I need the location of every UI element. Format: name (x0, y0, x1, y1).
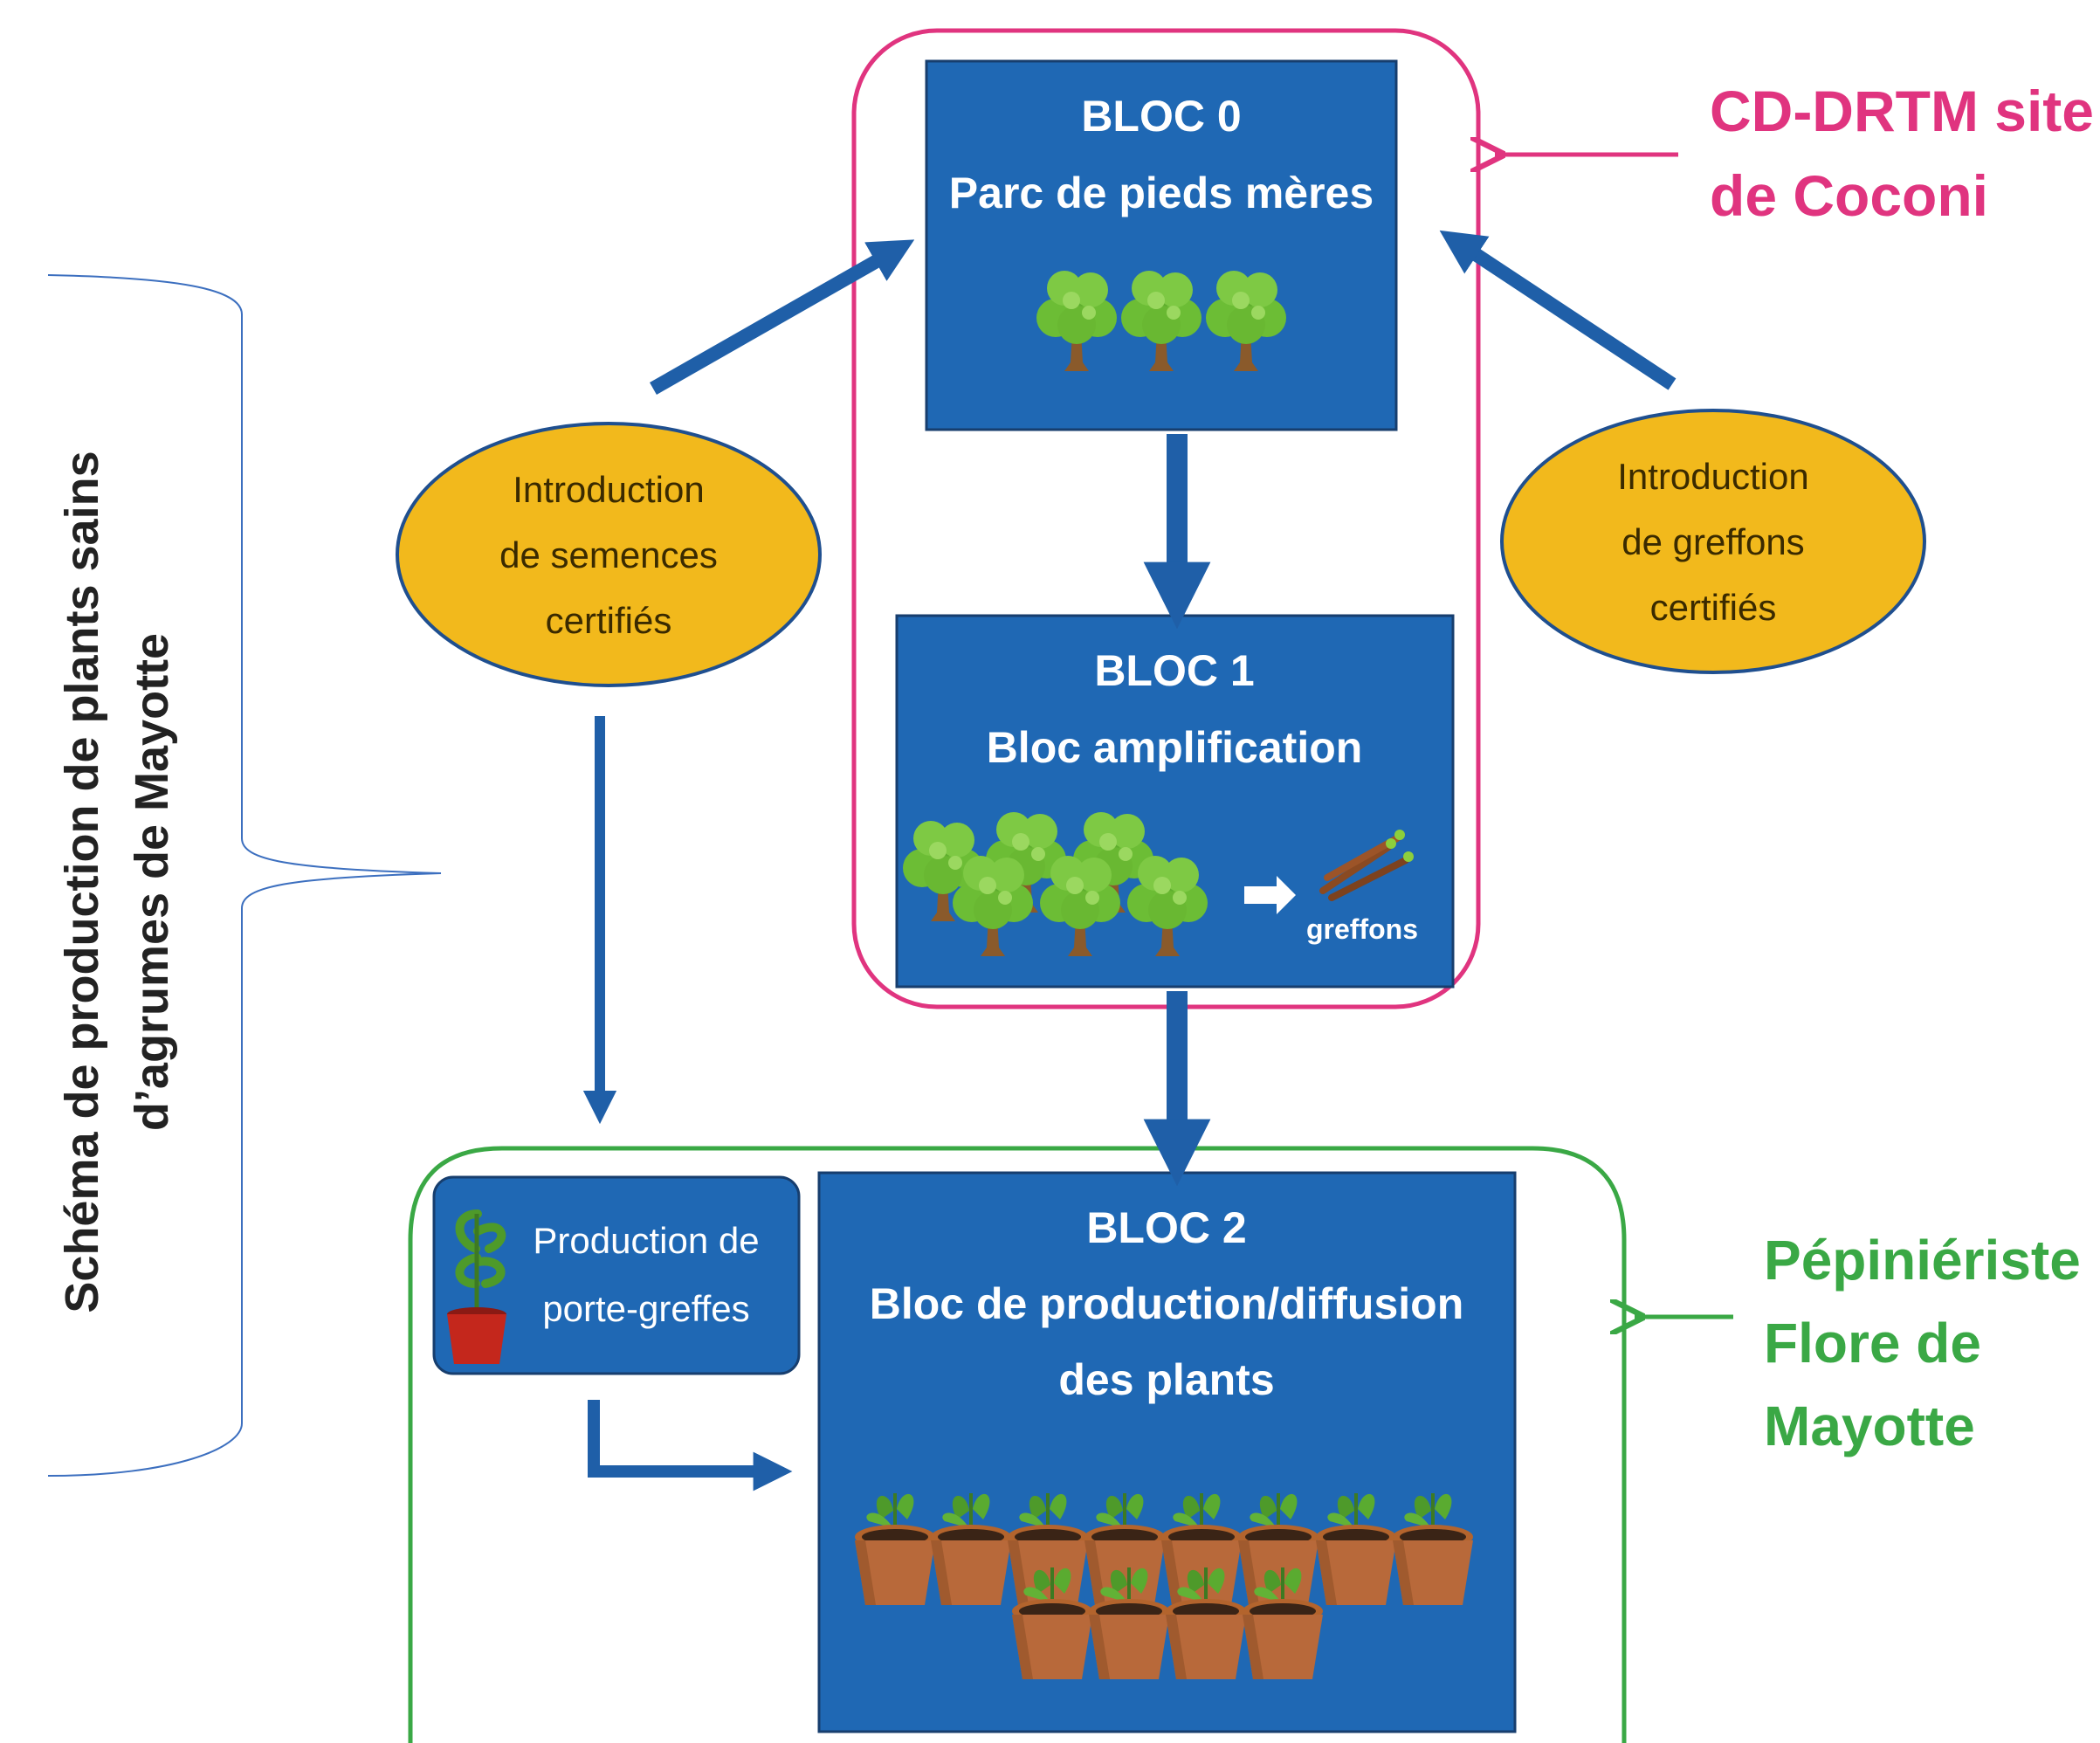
arrow-greffons-to-bloc0 (1439, 230, 1677, 390)
oval-greffons (1500, 409, 1926, 674)
pepinieriste-container (408, 1146, 1627, 1743)
arrow-porte-greffes-to-bloc2 (588, 1400, 793, 1492)
bloc1-title: BLOC 1 (1094, 646, 1254, 695)
oval-semences-line3: certifiés (546, 600, 672, 641)
side-title-group: Schéma de production de plants sains d’a… (56, 451, 178, 1312)
side-title-line2: d’agrumes de Mayotte (126, 633, 178, 1131)
oval-semences-line2: de semences (499, 534, 718, 575)
oval-semences-line1: Introduction (513, 469, 704, 510)
site-top-line2: de Coconi (1710, 163, 1988, 228)
greffons-sticks-illustration (1319, 830, 1414, 901)
bloc0-title: BLOC 0 (1081, 92, 1241, 141)
porte-greffes-box (432, 1175, 801, 1375)
side-title-line1: Schéma de production de plants sains (56, 451, 108, 1312)
oval-greffons-line3: certifiés (1650, 587, 1777, 628)
site-bottom-line2: Flore de (1764, 1312, 1981, 1374)
porte-greffes-line1: Production de (533, 1220, 759, 1261)
porte-greffes-line2: porte-greffes (542, 1288, 749, 1329)
bloc2-title: BLOC 2 (1086, 1203, 1246, 1252)
seedling-pot-icon (447, 1209, 506, 1364)
grouping-brace (47, 274, 442, 1477)
oval-greffons-line1: Introduction (1617, 456, 1808, 497)
bloc0-trees-illustration (1036, 271, 1286, 371)
oval-greffons-line2: de greffons (1621, 521, 1804, 562)
coconi-container (851, 28, 1481, 1009)
oval-semences (396, 422, 822, 687)
greffons-white-arrow (1244, 876, 1296, 914)
greffons-label: greffons (1306, 913, 1418, 945)
bloc2-subtitle-line2: des plants (1058, 1355, 1274, 1404)
bloc0-subtitle: Parc de pieds mères (949, 169, 1374, 217)
arrow-semences-to-bloc0 (650, 239, 915, 395)
bloc1-subtitle: Bloc amplification (987, 723, 1363, 772)
bloc2-box (817, 1171, 1517, 1733)
site-top-line1: CD-DRTM site (1710, 79, 2094, 143)
site-bottom-line3: Mayotte (1764, 1395, 1975, 1457)
site-bottom-line1: Pépiniériste (1764, 1229, 2081, 1292)
bloc2-subtitle-line1: Bloc de production/diffusion (870, 1279, 1464, 1328)
